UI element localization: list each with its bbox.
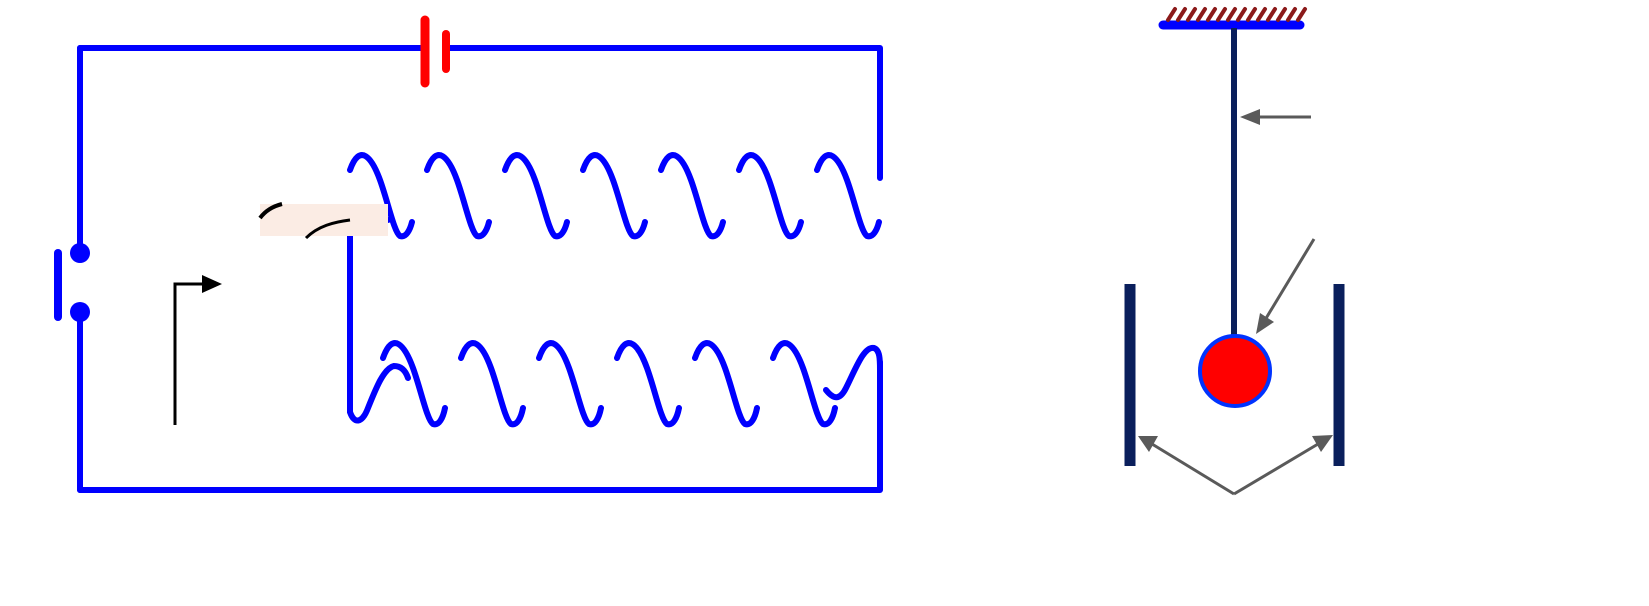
pendulum-bob [1198,334,1272,408]
circuit-diagram [77,45,883,493]
plate-pointer-right-head [1312,435,1333,452]
bob-pointer-head [1256,313,1274,334]
coil-lead-bottom [347,363,411,424]
switch-contact-top [70,243,90,263]
switch-contact-bottom [70,302,90,322]
wire-bottom [77,359,883,493]
open-switch [54,243,90,322]
ceiling-support [1158,7,1307,30]
plate-pointer-left-head [1138,436,1158,452]
plate-pointer-right-line [1233,442,1319,496]
current-arrow-head [202,275,222,293]
core-curve-2 [304,218,351,240]
core-curve [258,202,283,220]
ceiling-hatch [1166,7,1307,22]
current-flow-arrow [173,275,222,425]
plate-pointer-left-line [1151,442,1235,496]
wire-top-right [443,45,883,181]
coil-upper [347,152,882,240]
pointer-arrows [1138,109,1333,496]
rod-pointer-head [1240,109,1260,125]
current-arrow-shaft [173,282,204,425]
bob-pointer-line [1263,238,1316,321]
pendulum-diagram [1124,7,1345,496]
coil-lower [380,340,838,428]
coil-core-detail [258,202,388,240]
battery-symbol [420,15,450,88]
shaded-region [260,204,388,236]
coil-end-loop [823,345,883,401]
